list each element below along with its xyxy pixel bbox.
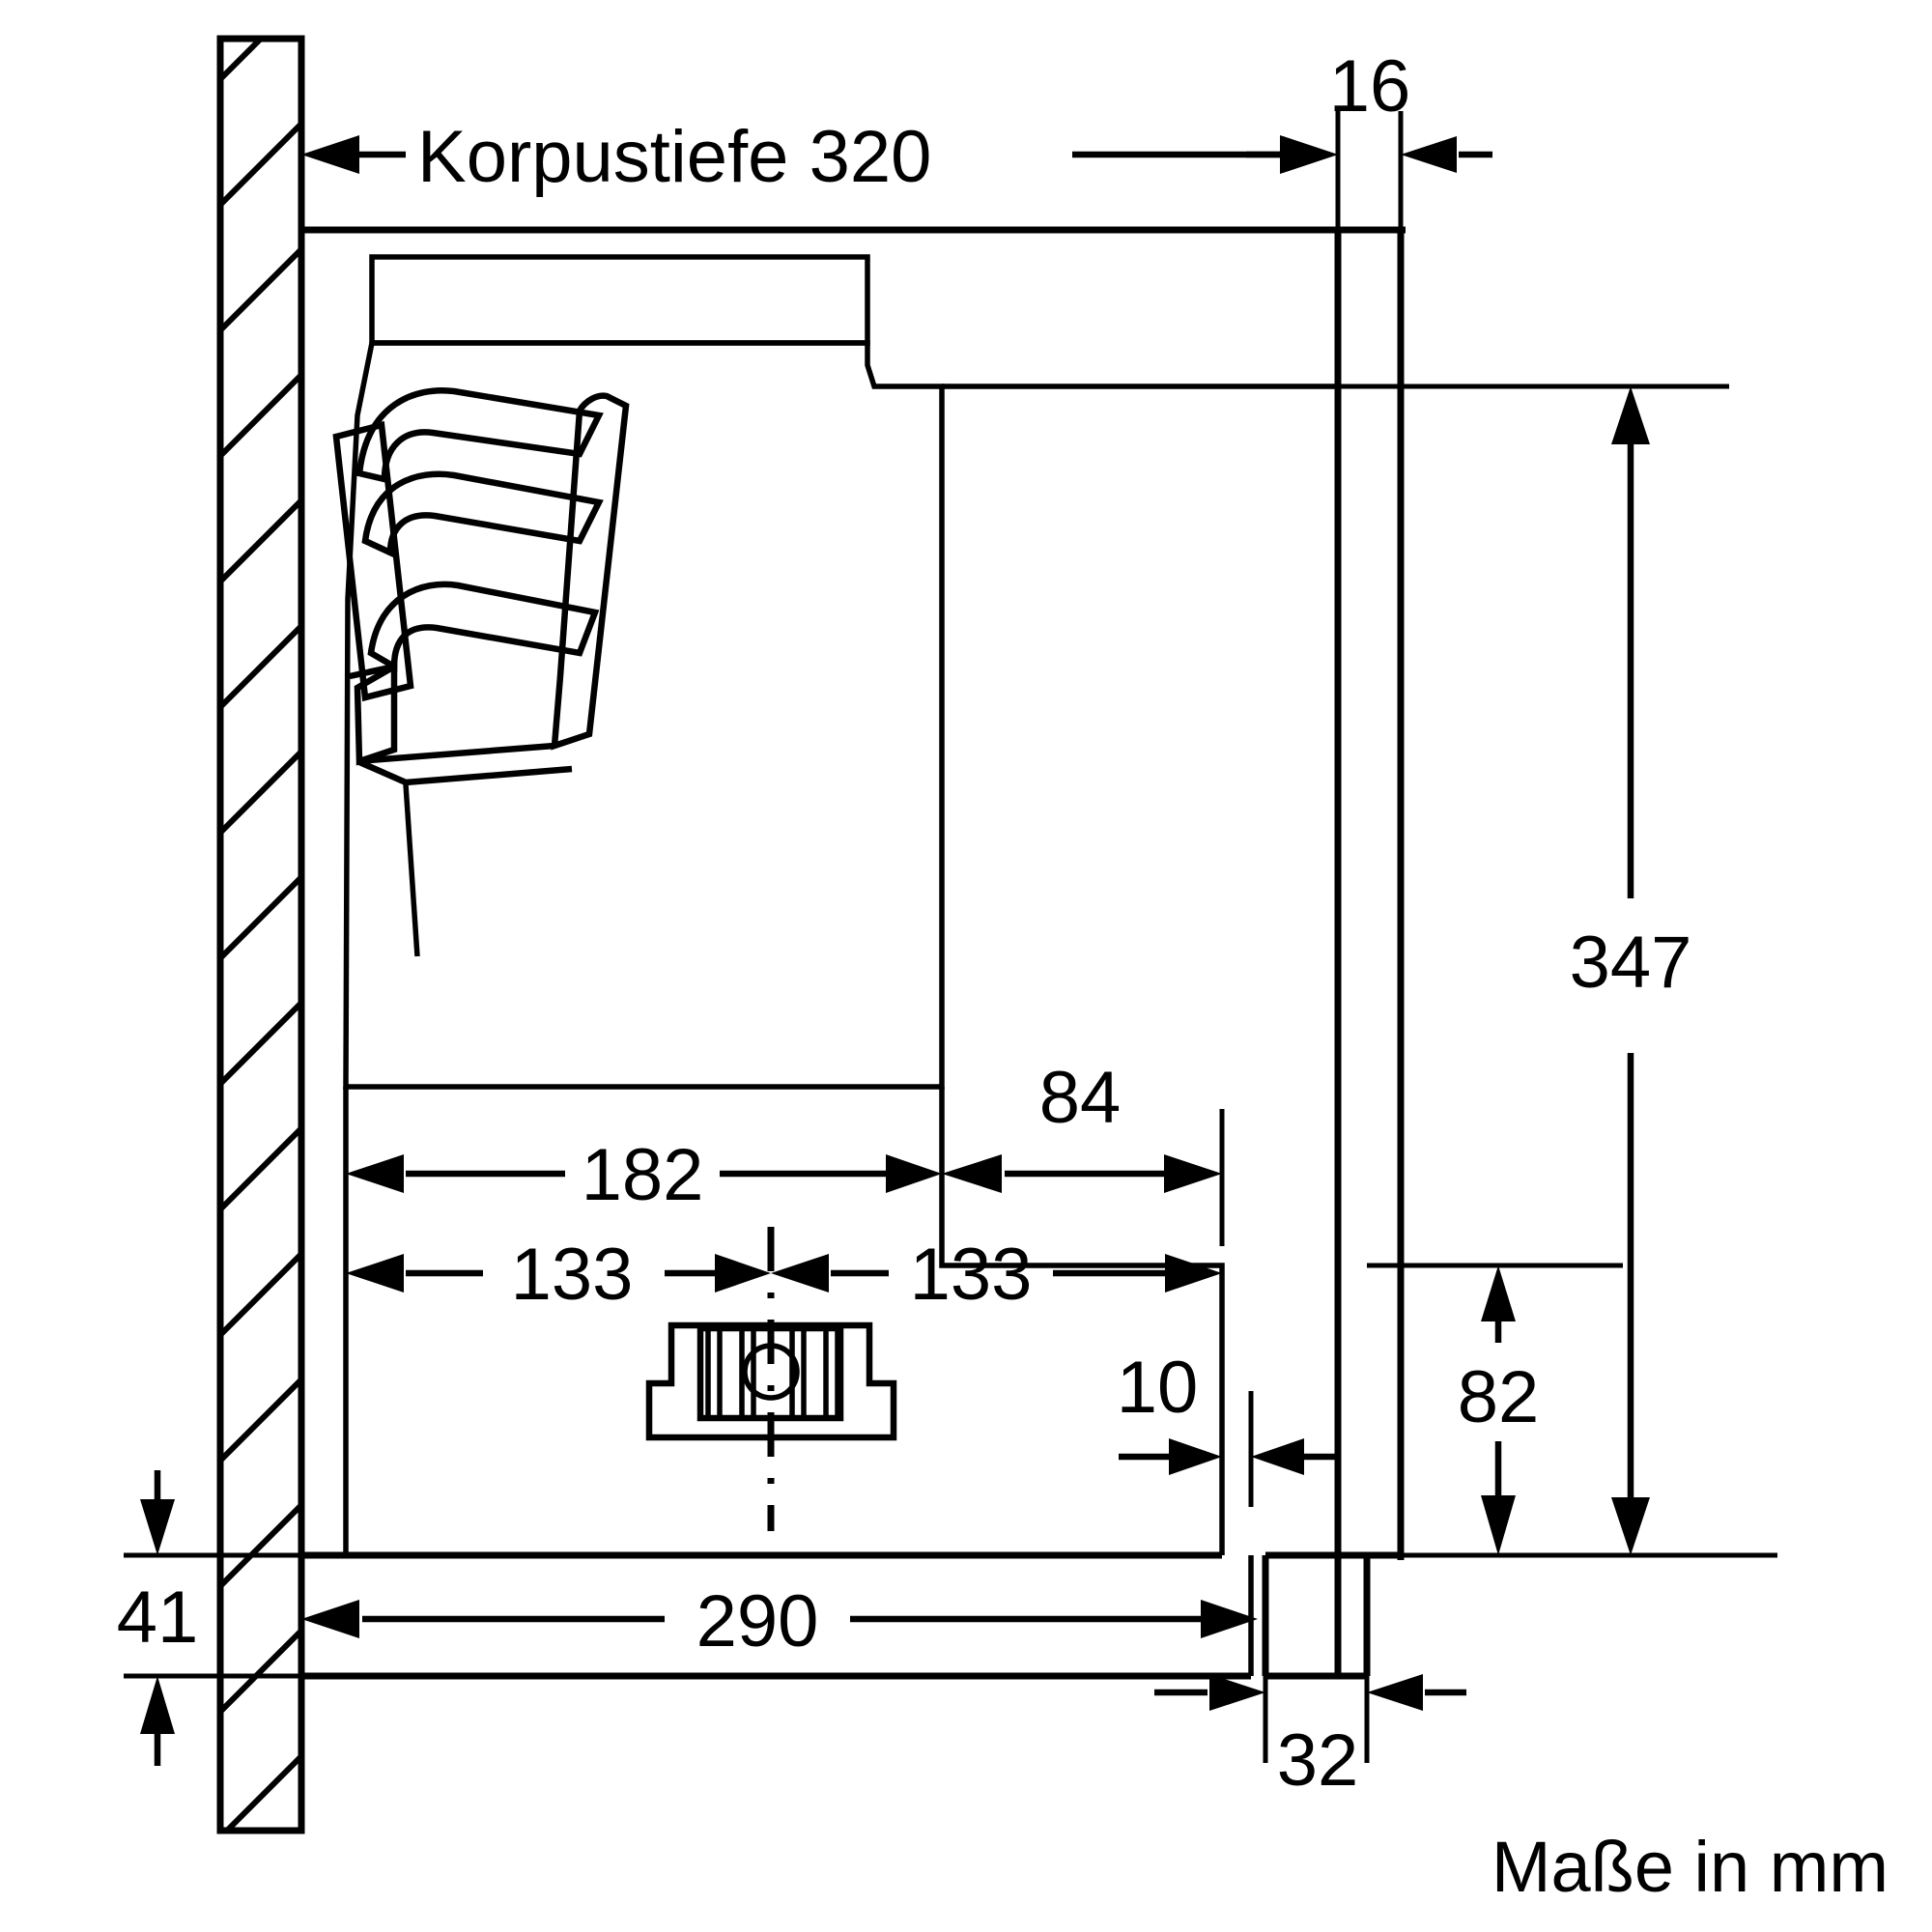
arrow-down-82	[1481, 1495, 1516, 1555]
wall-section	[216, 35, 305, 1834]
duct-outlet-housing	[645, 1321, 897, 1441]
dimension-133-left: 133	[346, 1234, 771, 1316]
filter-pullout-assembly	[332, 387, 630, 957]
hood-top-rail	[369, 254, 870, 346]
wall-outline	[216, 35, 305, 1834]
bottom-panel	[301, 1551, 1401, 1680]
dimension-label-korpustiefe: Korpustiefe 320	[417, 116, 931, 198]
dimension-label-347: 347	[1570, 922, 1692, 1004]
hood-main-outline	[343, 340, 945, 1090]
arrow-down-347	[1611, 1497, 1650, 1555]
dimension-290: 290	[301, 1580, 1258, 1662]
extension-lines	[124, 111, 1777, 1763]
arrow-left-133b	[771, 1254, 829, 1293]
dimension-10: 10	[1117, 1347, 1338, 1507]
arrow-right-133b	[1165, 1254, 1222, 1293]
arrow-right-182	[886, 1154, 942, 1193]
dimension-133-right: 133	[771, 1234, 1222, 1316]
dimension-label-10: 10	[1117, 1347, 1199, 1429]
dimension-82: 82	[1458, 1265, 1540, 1555]
arrow-left-290	[301, 1600, 359, 1638]
arrow-left-84	[942, 1154, 1002, 1193]
arrow-left-133a	[346, 1254, 404, 1293]
filter-blade-lower	[367, 581, 600, 672]
arrow-up-347	[1611, 386, 1650, 444]
arrow-up-41	[140, 1676, 175, 1734]
dimension-label-82: 82	[1458, 1356, 1540, 1438]
arrow-left-32b	[1367, 1674, 1423, 1711]
units-note: Maße in mm	[1492, 1827, 1889, 1907]
dimension-label-32: 32	[1277, 1719, 1359, 1802]
dimension-347: 347	[1570, 386, 1692, 1555]
dimension-label-133-right: 133	[910, 1234, 1033, 1316]
dimension-41: 41	[117, 1470, 199, 1766]
dimension-label-133-left: 133	[511, 1234, 634, 1316]
dimension-32: 32	[1154, 1674, 1466, 1802]
dimension-label-182: 182	[582, 1134, 704, 1216]
arrow-right-16a	[1283, 136, 1338, 173]
arrow-right-10a	[1169, 1438, 1222, 1475]
dimension-label-41: 41	[117, 1577, 199, 1659]
arrow-left	[301, 135, 359, 174]
filter-side-strip	[332, 420, 414, 702]
dimension-182: 182	[346, 1134, 942, 1216]
dimension-korpustiefe: Korpustiefe 320	[301, 116, 1338, 198]
arrow-left-10b	[1251, 1438, 1304, 1475]
arrow-left-182	[346, 1154, 404, 1193]
arrow-right-290	[1201, 1600, 1258, 1638]
filter-blade-upper	[355, 387, 604, 484]
arrow-right-84	[1164, 1154, 1222, 1193]
wall-hatching	[220, 39, 301, 1831]
arrow-down-41	[140, 1499, 175, 1555]
filter-blade-middle	[361, 470, 604, 558]
arrow-left-16b	[1401, 136, 1457, 173]
dimension-16: 16	[1246, 45, 1492, 173]
dimension-label-84: 84	[1039, 1057, 1122, 1139]
arrow-right-133a	[715, 1254, 771, 1293]
hood-step-profile	[939, 1087, 1225, 1555]
arrow-up-82	[1481, 1265, 1516, 1321]
arrow-right-32a	[1209, 1674, 1265, 1711]
dimension-84: 84	[942, 1057, 1225, 1246]
dimension-label-16: 16	[1329, 45, 1411, 128]
filter-rail	[551, 392, 630, 751]
dimension-label-290: 290	[696, 1580, 819, 1662]
